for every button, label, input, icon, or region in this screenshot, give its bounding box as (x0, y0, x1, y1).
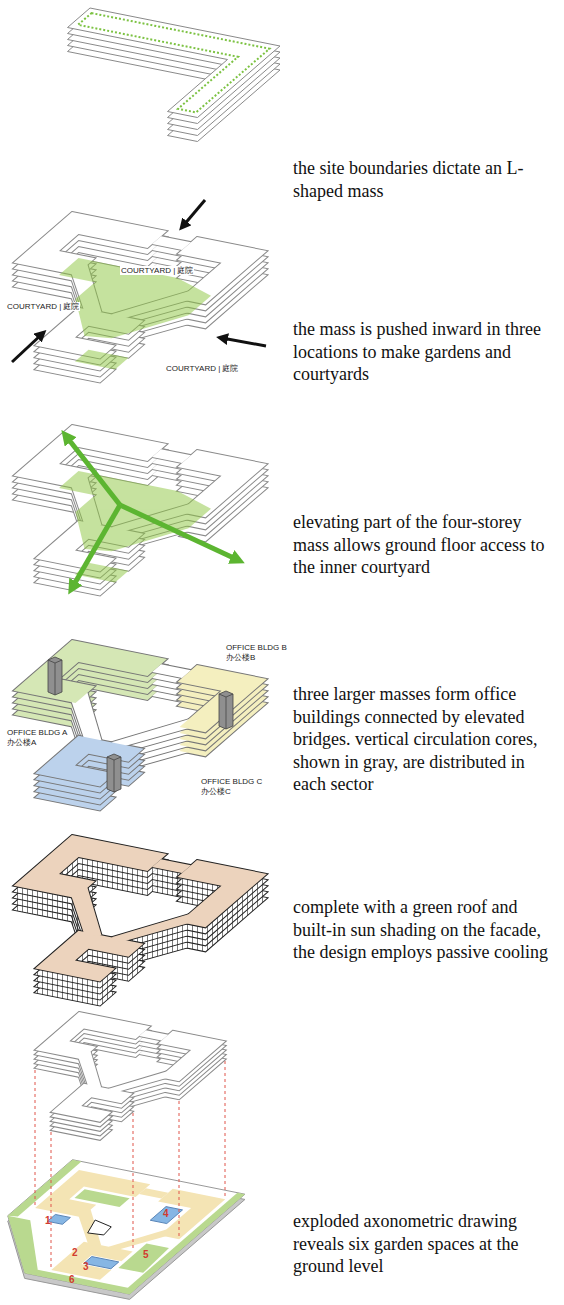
building-label: OFFICE BLDG C (200, 777, 263, 786)
building-label: 办公楼C (200, 787, 232, 796)
area-label: COURTYARD | 庭院 (6, 302, 80, 311)
push-arrow (12, 200, 266, 362)
callout-number: 6 (69, 1274, 75, 1285)
building-label: OFFICE BLDG A (6, 728, 68, 737)
step-caption: three larger masses form office building… (293, 683, 559, 796)
elevated-mass (0, 425, 267, 602)
final-building (0, 835, 267, 1012)
access-arrow (66, 436, 238, 588)
step-caption: exploded axonometric drawing reveals six… (293, 1210, 559, 1278)
building-label: 办公楼B (225, 653, 256, 662)
office-masses (0, 640, 267, 817)
l-mass (8, 8, 281, 142)
callout-number: 1 (45, 1215, 51, 1226)
callout-number: 5 (143, 1249, 149, 1260)
callout-number: 2 (72, 1247, 78, 1258)
circulation-core (48, 657, 233, 792)
building-label: 办公楼A (6, 738, 37, 747)
step-caption: complete with a green roof and built-in … (293, 896, 559, 964)
building-label: OFFICE BLDG B (225, 643, 288, 652)
callout-number: 4 (163, 1208, 169, 1219)
step-caption: elevating part of the four-storey mass a… (293, 511, 559, 579)
pushed-mass (0, 212, 267, 389)
exploded-mass (0, 1012, 225, 1145)
ground-plan (0, 1160, 245, 1300)
step-caption: the site boundaries dictate an L-shaped … (293, 157, 559, 202)
area-label: COURTYARD | 庭院 (165, 364, 239, 373)
area-label: COURTYARD | 庭院 (120, 266, 194, 275)
step-caption: the mass is pushed inward in three locat… (293, 318, 559, 386)
callout-number: 3 (83, 1261, 89, 1272)
